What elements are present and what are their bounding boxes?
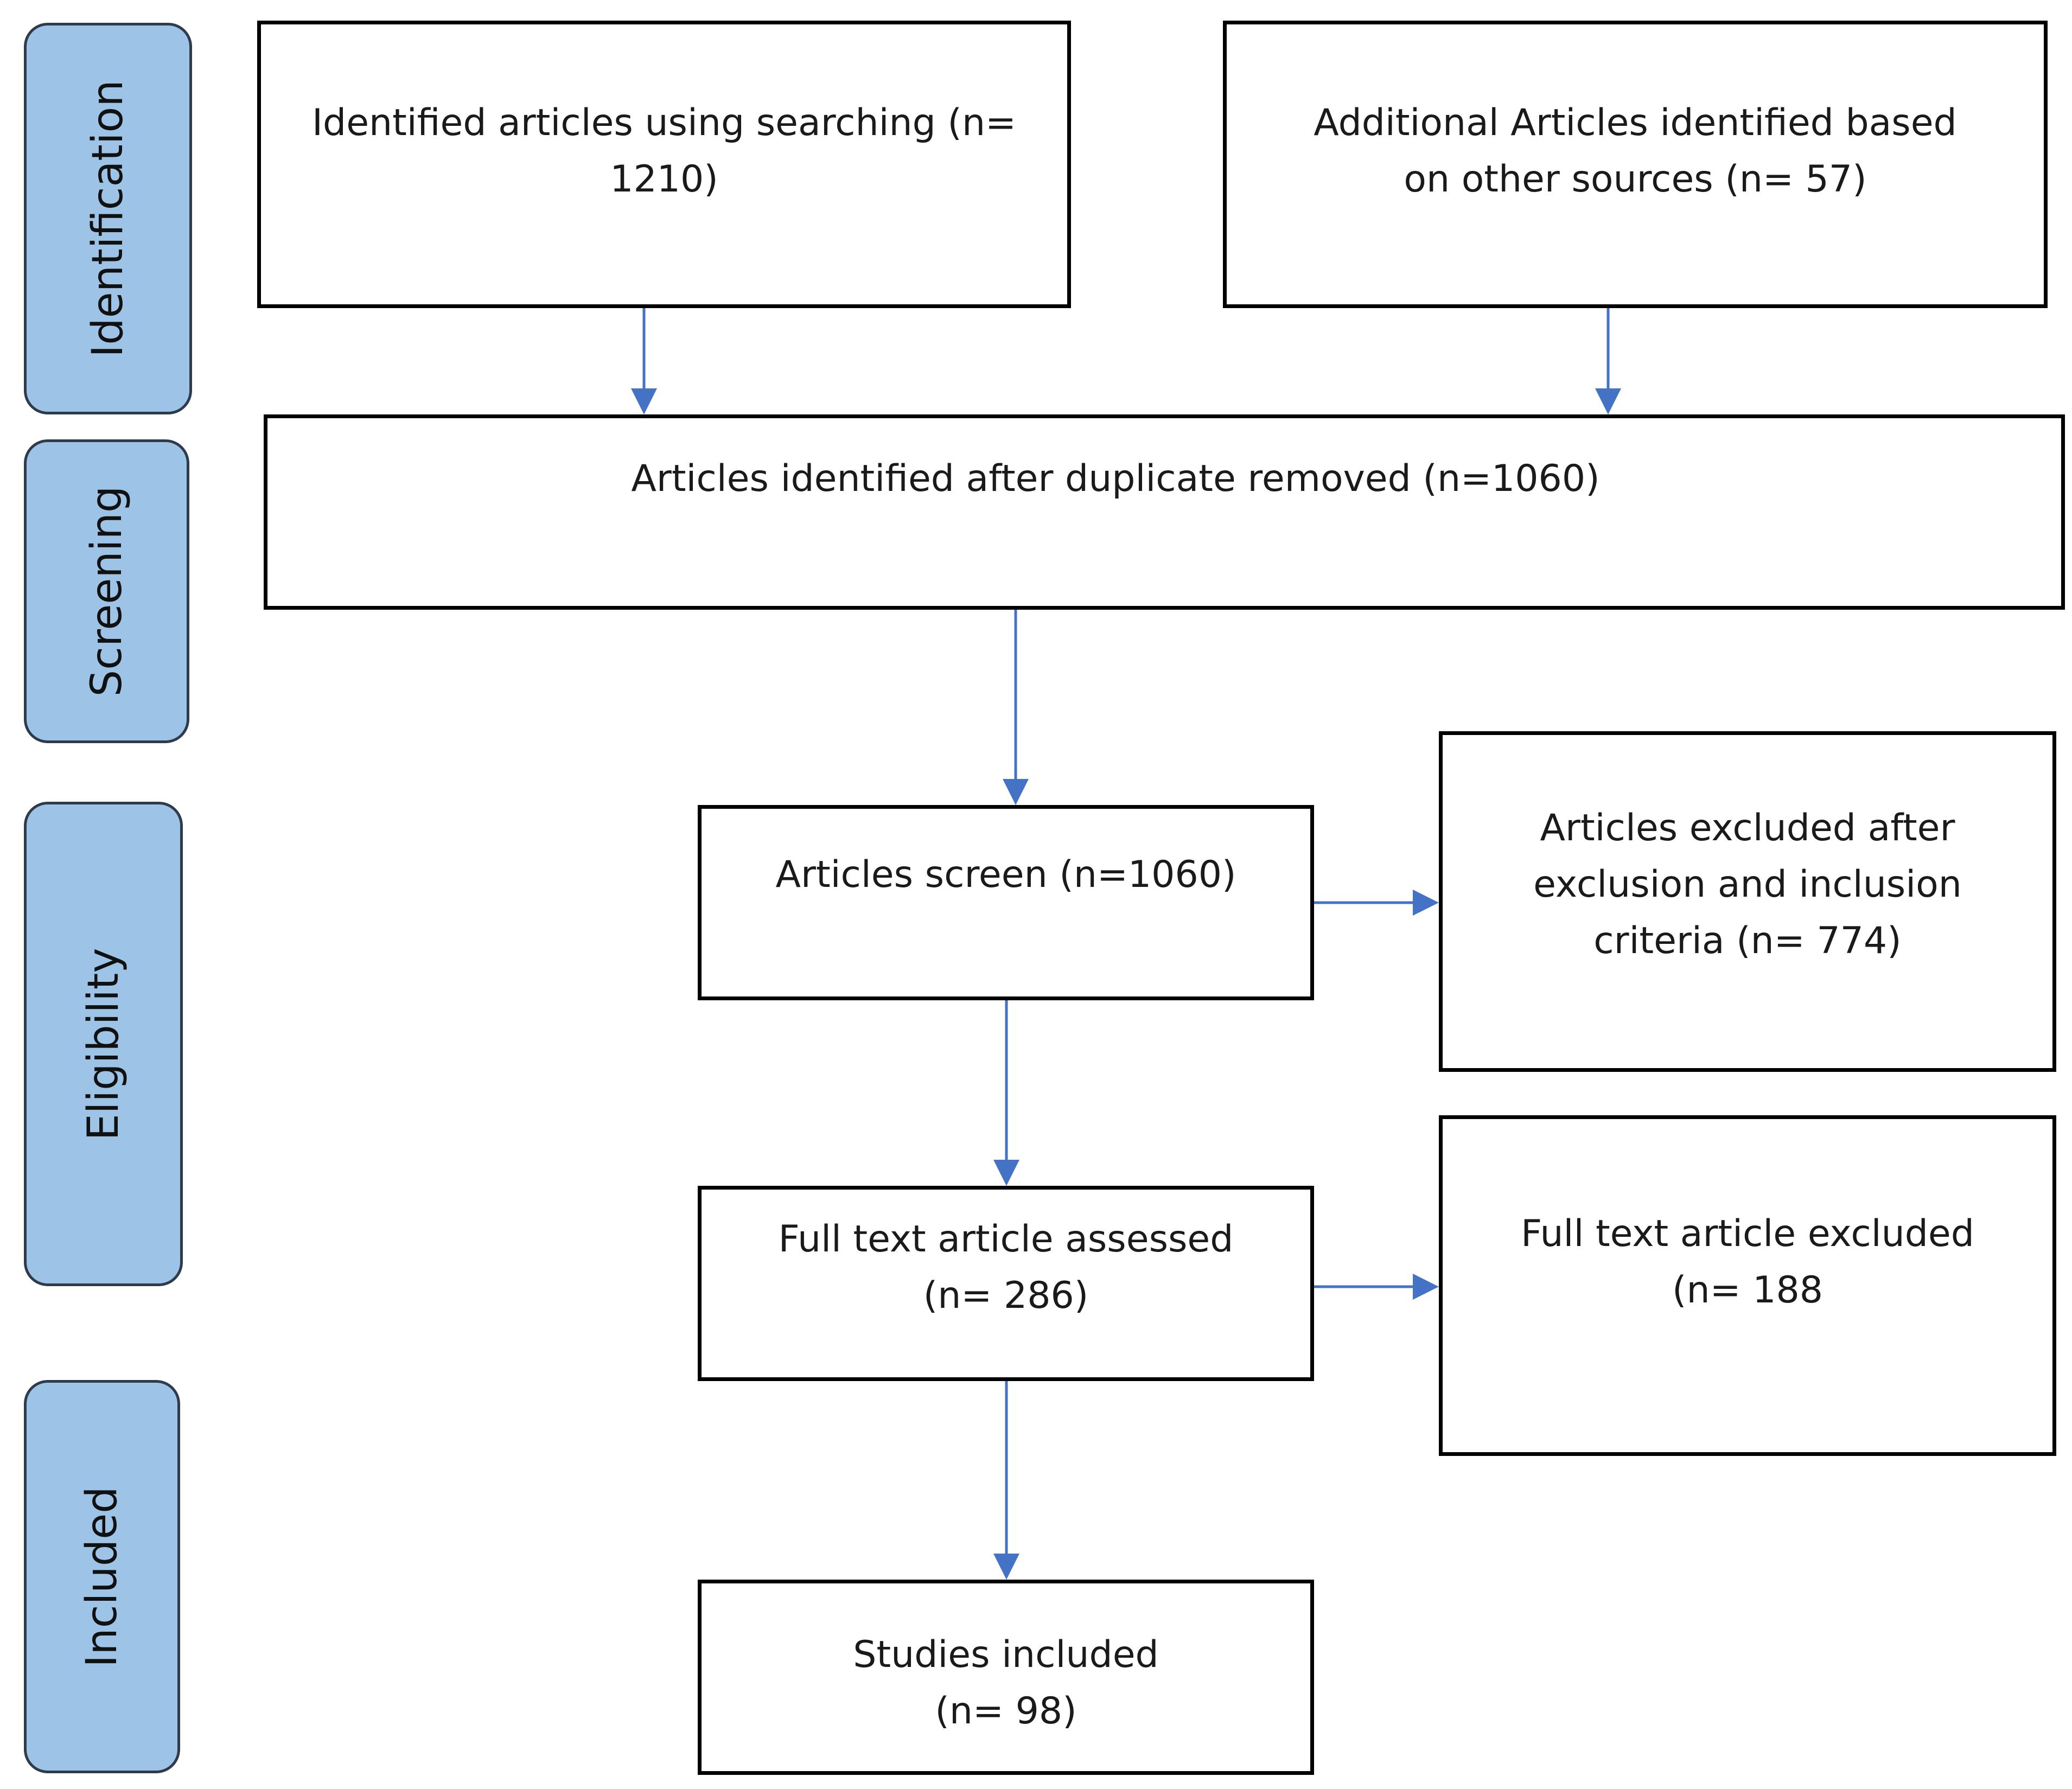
- box-identified-searching: Identified articles using searching (n= …: [257, 21, 1071, 308]
- box-identified-searching-text: Identified articles using searching (n= …: [311, 101, 1017, 201]
- arrowhead-duplicates: [1003, 779, 1029, 805]
- phase-included: Included: [24, 1380, 180, 1773]
- box-studies-included-text: Studies included (n= 98): [853, 1633, 1159, 1733]
- phase-identification: Identification: [24, 23, 192, 414]
- phase-screening: Screening: [24, 439, 189, 743]
- box-studies-included: Studies included (n= 98): [698, 1580, 1314, 1775]
- box-articles-screened: Articles screen (n=1060): [698, 805, 1314, 1000]
- box-additional-sources: Additional Articles identified based on …: [1223, 21, 2048, 308]
- arrowhead-screened-assessed: [993, 1160, 1019, 1186]
- box-duplicates-removed: Articles identified after duplicate remo…: [264, 414, 2065, 610]
- box-additional-sources-text: Additional Articles identified based on …: [1314, 101, 1957, 201]
- arrowhead-sources: [1595, 388, 1621, 414]
- box-excluded-criteria: Articles excluded after exclusion and in…: [1439, 731, 2056, 1072]
- arrowhead-assessed-excluded: [1413, 1274, 1439, 1300]
- box-duplicates-removed-text: Articles identified after duplicate remo…: [631, 457, 1600, 500]
- arrowhead-searching: [631, 388, 657, 414]
- phase-eligibility: Eligibility: [24, 802, 183, 1286]
- box-full-text-assessed-text: Full text article assessed (n= 286): [778, 1218, 1234, 1317]
- arrowhead-assessed-included: [993, 1554, 1019, 1580]
- arrowhead-screened-excluded: [1413, 890, 1439, 916]
- box-full-text-excluded-text: Full text article excluded (n= 188: [1521, 1212, 1974, 1312]
- box-full-text-assessed: Full text article assessed (n= 286): [698, 1186, 1314, 1381]
- box-full-text-excluded: Full text article excluded (n= 188: [1439, 1115, 2056, 1456]
- box-excluded-criteria-text: Articles excluded after exclusion and in…: [1533, 807, 1962, 962]
- box-articles-screened-text: Articles screen (n=1060): [775, 853, 1236, 896]
